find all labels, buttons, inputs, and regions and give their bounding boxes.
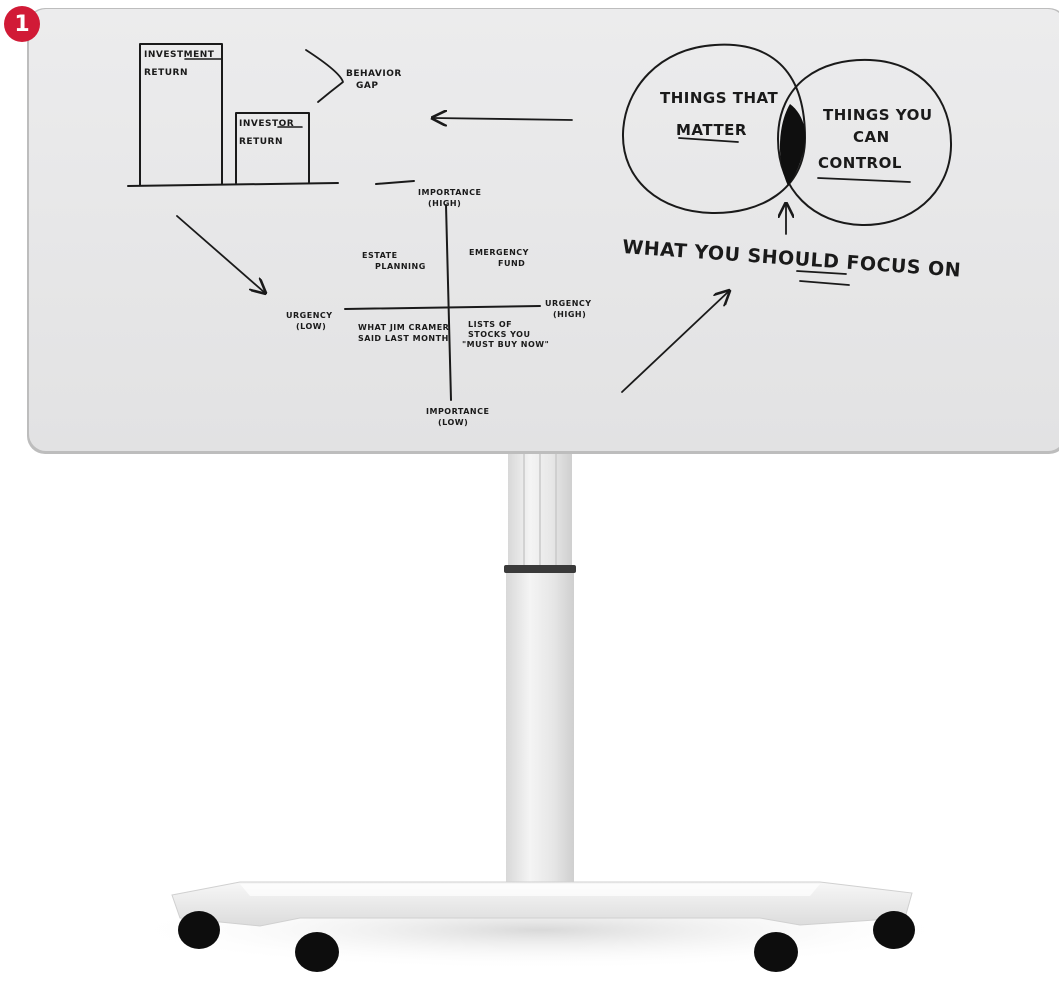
stand-column	[504, 452, 576, 883]
callout-badge: 1	[4, 6, 40, 42]
